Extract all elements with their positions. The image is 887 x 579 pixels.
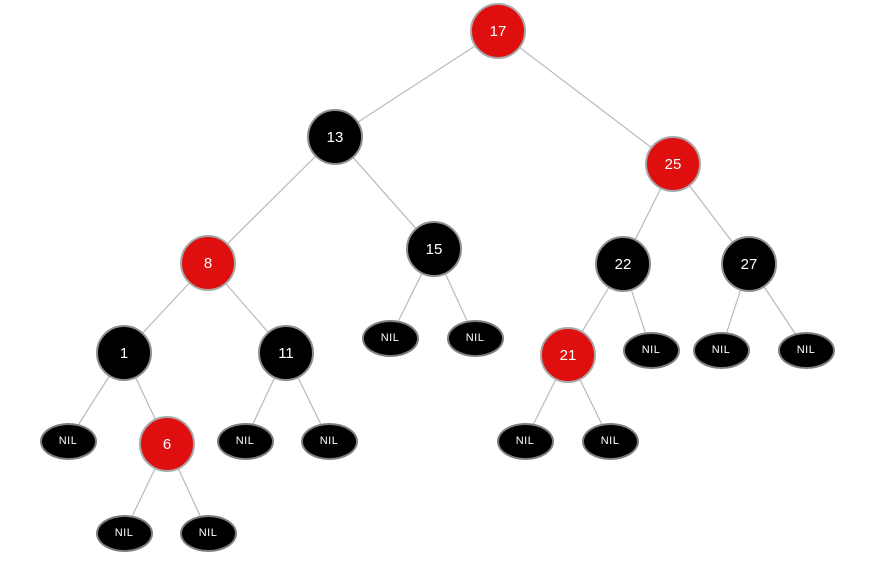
node-label: NIL bbox=[641, 344, 661, 356]
nil-leaf-node: NIL bbox=[300, 422, 358, 460]
node-label: 25 bbox=[664, 155, 682, 173]
tree-node-6: 6 bbox=[139, 416, 195, 472]
node-label: 8 bbox=[203, 254, 213, 272]
node-label: 13 bbox=[326, 128, 344, 146]
node-label: NIL bbox=[114, 527, 134, 539]
node-label: 22 bbox=[614, 255, 632, 273]
node-label: NIL bbox=[319, 435, 339, 447]
tree-node-11: 11 bbox=[258, 325, 314, 381]
edge-n17-n13 bbox=[334, 30, 499, 138]
node-label: 1 bbox=[119, 344, 129, 362]
node-label: NIL bbox=[198, 527, 218, 539]
tree-node-1: 1 bbox=[96, 325, 152, 381]
nil-leaf-node: NIL bbox=[692, 331, 750, 369]
node-label: 6 bbox=[162, 435, 172, 453]
edge-n17-n25 bbox=[497, 30, 674, 165]
tree-node-22: 22 bbox=[595, 236, 651, 292]
node-label: NIL bbox=[711, 344, 731, 356]
nil-leaf-node: NIL bbox=[361, 319, 419, 357]
node-label: 21 bbox=[559, 346, 577, 364]
node-label: NIL bbox=[58, 435, 78, 447]
nil-leaf-node: NIL bbox=[622, 331, 680, 369]
tree-node-17: 17 bbox=[470, 3, 526, 59]
tree-node-25: 25 bbox=[645, 136, 701, 192]
edge-n13-n8 bbox=[207, 136, 336, 264]
tree-node-21: 21 bbox=[540, 327, 596, 383]
node-label: 27 bbox=[740, 255, 758, 273]
nil-leaf-node: NIL bbox=[216, 422, 274, 460]
nil-leaf-node: NIL bbox=[777, 331, 835, 369]
node-label: NIL bbox=[380, 332, 400, 344]
nil-leaf-node: NIL bbox=[95, 514, 153, 552]
node-label: NIL bbox=[796, 344, 816, 356]
node-label: 17 bbox=[489, 22, 507, 40]
nil-leaf-node: NIL bbox=[581, 422, 639, 460]
node-label: 11 bbox=[278, 344, 294, 362]
tree-node-15: 15 bbox=[406, 221, 462, 277]
nil-leaf-node: NIL bbox=[179, 514, 237, 552]
tree-node-8: 8 bbox=[180, 235, 236, 291]
node-label: 15 bbox=[425, 240, 443, 258]
node-label: NIL bbox=[465, 332, 485, 344]
nil-leaf-node: NIL bbox=[446, 319, 504, 357]
nil-leaf-node: NIL bbox=[39, 422, 97, 460]
node-label: NIL bbox=[235, 435, 255, 447]
tree-node-27: 27 bbox=[721, 236, 777, 292]
tree-node-13: 13 bbox=[307, 109, 363, 165]
node-label: NIL bbox=[515, 435, 535, 447]
node-label: NIL bbox=[600, 435, 620, 447]
nil-leaf-node: NIL bbox=[496, 422, 554, 460]
